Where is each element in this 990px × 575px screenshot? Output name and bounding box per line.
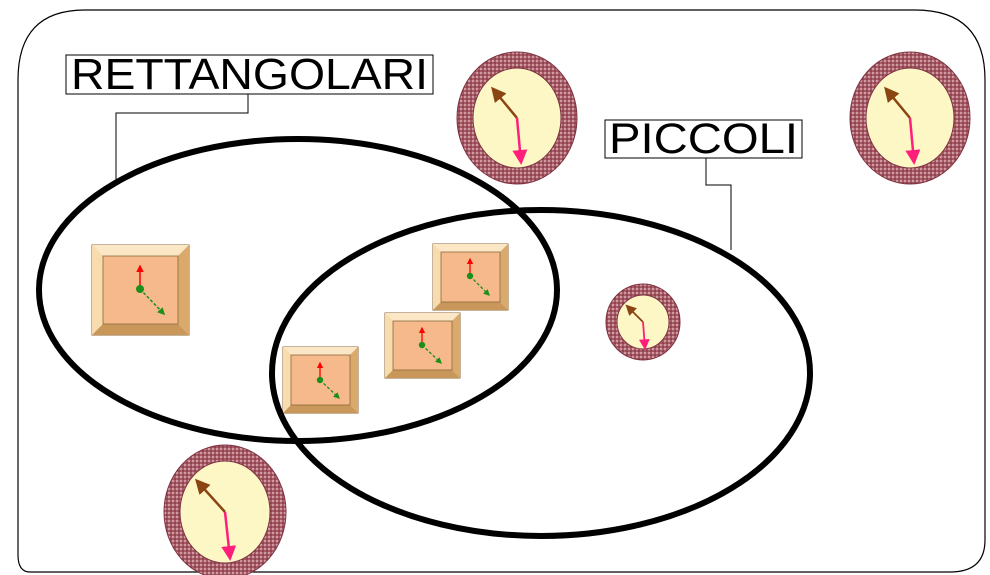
square-clock-large [91,244,190,336]
piccoli-leader-line [705,158,732,250]
square-clock-small-3 [282,346,359,414]
round-clock-small [605,283,681,361]
square-clock-small-2 [384,312,461,379]
piccoli-label: PICCOLI [604,115,803,163]
set-piccoli-ellipse [269,207,813,539]
round-clock-top-center [456,51,578,185]
rettangolari-label-text: RETTANGOLARI [71,50,428,99]
round-clock-top-right [849,51,971,185]
rettangolari-leader-line [115,94,249,180]
piccoli-label-text: PICCOLI [609,115,798,163]
rettangolari-label: RETTANGOLARI [65,50,434,99]
square-clock-small-1 [432,243,509,311]
round-clock-bottom-left [163,444,287,575]
